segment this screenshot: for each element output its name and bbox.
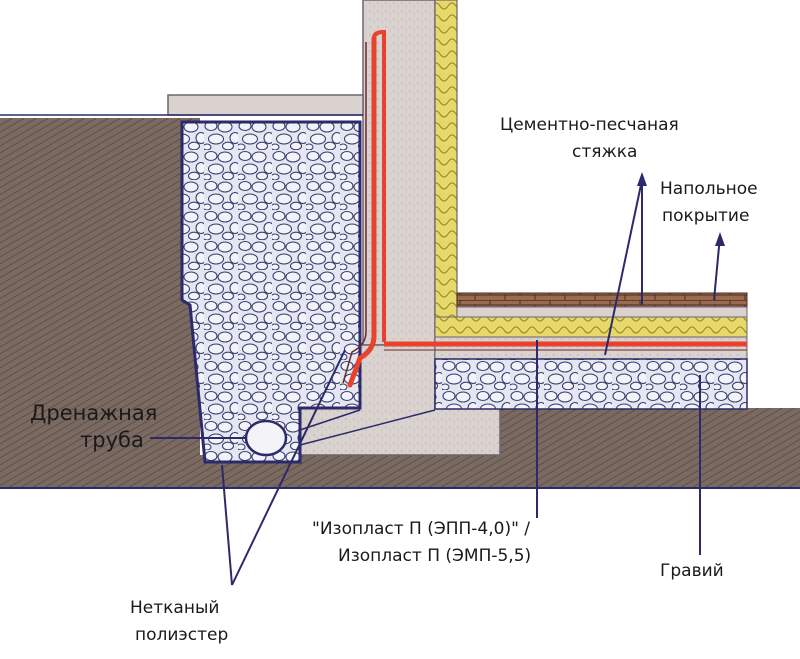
label-gravel: Гравий xyxy=(660,561,724,581)
leader-floor-cover xyxy=(713,235,721,301)
label-floor-cover-2: покрытие xyxy=(662,206,750,226)
label-geotextile-2: полиэстер xyxy=(135,625,229,645)
base-slab xyxy=(434,336,748,360)
label-drain-2: труба xyxy=(80,428,144,452)
label-geotextile-1: Нетканый xyxy=(130,598,220,618)
screed xyxy=(456,306,748,318)
label-drain-1: Дренажная xyxy=(30,401,158,425)
gravel-backfill xyxy=(180,120,362,464)
soil-left xyxy=(0,118,200,488)
leader-geotextile-2 xyxy=(231,349,346,586)
soil-right xyxy=(500,408,800,488)
floor-insulation xyxy=(434,316,748,338)
membrane-vertical-outline xyxy=(342,42,367,384)
leader-covering-2 xyxy=(604,179,643,356)
leader-geotextile-1 xyxy=(221,464,233,586)
label-screed-2: стяжка xyxy=(572,142,638,162)
label-membrane-2: Изопласт П (ЭМП-5,5) xyxy=(338,546,532,566)
label-screed-1: Цементно-песчаная xyxy=(500,115,679,135)
floor-gravel xyxy=(434,358,748,410)
floor-covering xyxy=(456,292,748,308)
label-membrane-1: "Изопласт П (ЭПП-4,0)" / xyxy=(312,519,531,539)
wall-ledge xyxy=(167,94,364,116)
label-floor-cover-1: Напольное xyxy=(660,179,758,199)
drain-pipe xyxy=(244,419,288,457)
membrane-vertical xyxy=(347,35,377,388)
wall-insulation xyxy=(434,0,458,346)
